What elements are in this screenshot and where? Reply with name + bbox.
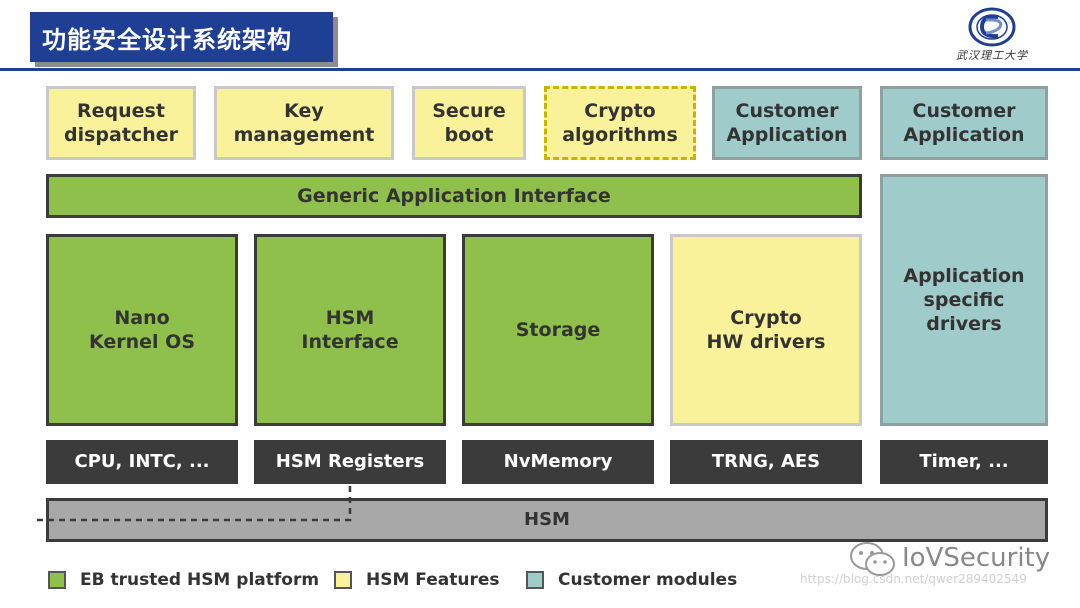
nvmemory-block: NvMemory	[462, 440, 654, 484]
crypto-hw-drivers-block: Crypto HW drivers	[670, 234, 862, 426]
legend-swatch-customer	[526, 571, 544, 589]
storage-block: Storage	[462, 234, 654, 426]
timer-block: Timer, ...	[880, 440, 1048, 484]
hsm-registers-block: HSM Registers	[254, 440, 446, 484]
request-dispatcher-block: Request dispatcher	[46, 86, 196, 160]
secure-boot-block: Secure boot	[412, 86, 526, 160]
legend-label-features: HSM Features	[366, 570, 500, 590]
key-management-block: Key management	[214, 86, 394, 160]
generic-application-interface-block: Generic Application Interface	[46, 174, 862, 218]
hsm-interface-block: HSM Interface	[254, 234, 446, 426]
trust-boundary-line	[32, 486, 352, 522]
watermark-brand: IoVSecurity	[902, 543, 1051, 573]
nano-kernel-os-block: Nano Kernel OS	[46, 234, 238, 426]
crypto-algorithms-block: Crypto algorithms	[544, 86, 696, 160]
application-specific-drivers-block: Application specific drivers	[880, 174, 1048, 426]
customer-application-block-1: Customer Application	[712, 86, 862, 160]
university-name: 武汉理工大学	[956, 49, 1028, 62]
legend-swatch-features	[334, 571, 352, 589]
cpu-intc-block: CPU, INTC, ...	[46, 440, 238, 484]
legend-label-customer: Customer modules	[558, 570, 738, 590]
page-title: 功能安全设计系统架构	[30, 12, 333, 62]
wechat-icon	[850, 542, 895, 576]
legend-swatch-platform	[48, 571, 66, 589]
watermark-url: https://blog.csdn.net/qwer289402549	[800, 572, 1027, 586]
customer-application-block-2: Customer Application	[880, 86, 1048, 160]
university-logo	[968, 7, 1016, 47]
legend-label-platform: EB trusted HSM platform	[80, 570, 320, 590]
trng-aes-block: TRNG, AES	[670, 440, 862, 484]
header-rule	[0, 68, 1080, 71]
